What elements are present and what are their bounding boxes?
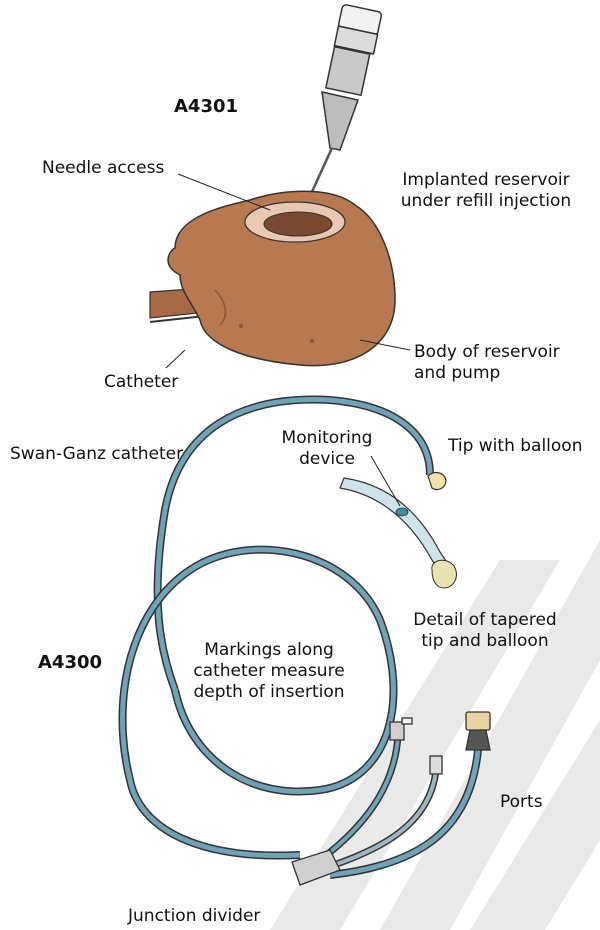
label-implanted-reservoir-line1: Implanted reservoir <box>386 170 586 191</box>
label-catheter: Catheter <box>104 372 178 393</box>
label-body-line1: Body of reservoir <box>414 342 560 363</box>
syringe <box>300 4 382 218</box>
label-implanted-reservoir-line2: under refill injection <box>386 191 586 212</box>
label-markings-line1: Markings along <box>178 640 360 661</box>
label-detail-line1: Detail of tapered <box>402 610 568 631</box>
label-tip-balloon: Tip with balloon <box>448 436 582 457</box>
label-markings-line3: depth of insertion <box>178 682 360 703</box>
label-markings: Markings along catheter measure depth of… <box>178 640 360 703</box>
label-body-line2: and pump <box>414 363 560 384</box>
label-implanted-reservoir: Implanted reservoir under refill injecti… <box>386 170 586 212</box>
code-a4300: A4300 <box>38 652 102 673</box>
tip-balloon <box>428 473 446 490</box>
label-junction-divider: Junction divider <box>128 906 260 927</box>
label-detail-tip: Detail of tapered tip and balloon <box>402 610 568 652</box>
label-body-reservoir: Body of reservoir and pump <box>414 342 560 384</box>
label-monitoring-device: Monitoring device <box>274 428 380 470</box>
label-markings-line2: catheter measure <box>178 661 360 682</box>
label-detail-line2: tip and balloon <box>402 631 568 652</box>
reservoir <box>150 191 395 365</box>
label-swan-ganz: Swan-Ganz catheter <box>10 444 183 465</box>
code-a4301: A4301 <box>174 96 238 117</box>
label-monitoring-line2: device <box>274 449 380 470</box>
label-ports: Ports <box>500 792 543 813</box>
label-monitoring-line1: Monitoring <box>274 428 380 449</box>
label-needle-access: Needle access <box>42 158 164 179</box>
detail-tip <box>340 478 456 588</box>
